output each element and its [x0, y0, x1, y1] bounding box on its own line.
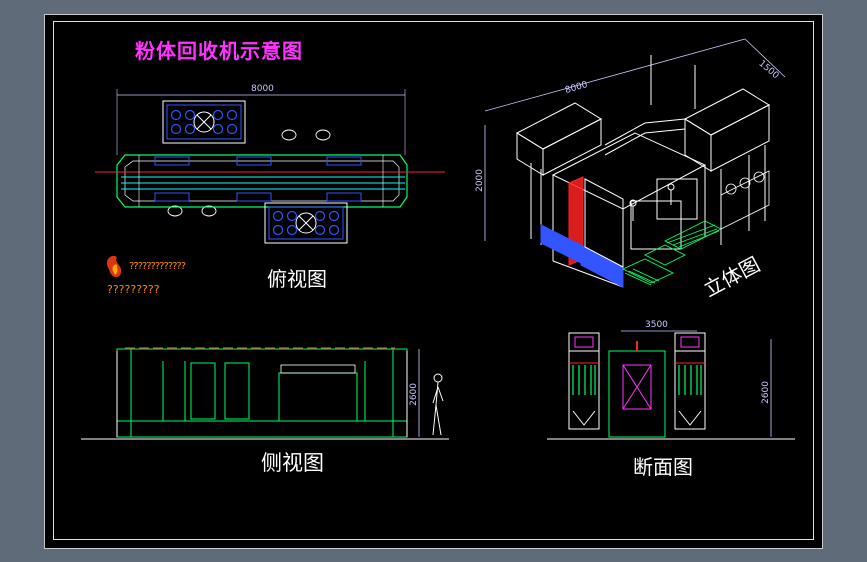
drawing-title: 粉体回收机示意图 — [135, 39, 303, 63]
drawing-frame — [53, 21, 814, 540]
side-view-label: 侧视图 — [261, 451, 324, 475]
drawing-sheet: 粉体回收机示意图 俯视图 立体图 侧视图 断面图 8000 8000 1500 … — [44, 14, 823, 549]
cad-drawing-canvas — [81, 38, 795, 440]
iso-height-dimension: 2000 — [475, 169, 485, 192]
top-view-drawing — [95, 89, 445, 244]
section-view-drawing — [547, 330, 795, 440]
section-width-dimension: 3500 — [645, 320, 668, 330]
section-view-label: 断面图 — [633, 455, 693, 479]
logo-text-line1: ????????????? — [129, 261, 186, 272]
section-height-dimension: 2600 — [761, 381, 771, 404]
side-height-dimension: 2600 — [409, 383, 419, 406]
isometric-view-drawing — [484, 38, 786, 288]
company-logo-icon — [106, 255, 122, 278]
top-length-dimension: 8000 — [251, 84, 274, 94]
logo-text-line2: ????????? — [107, 283, 160, 296]
side-view-drawing — [81, 347, 449, 440]
top-view-label: 俯视图 — [267, 267, 327, 291]
